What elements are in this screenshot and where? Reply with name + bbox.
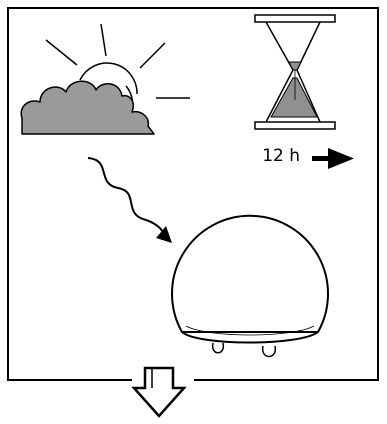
arrow-down-outline-icon	[131, 366, 187, 418]
hourglass-icon	[254, 14, 336, 130]
duration-label: 12 h	[262, 146, 300, 166]
cloud-icon	[20, 80, 155, 135]
panel-frame	[7, 7, 379, 381]
wavy-arrow-icon	[87, 157, 172, 243]
sun-icon	[45, 23, 190, 117]
globe-lamp-icon	[171, 214, 329, 358]
arrow-right-icon	[312, 148, 354, 169]
